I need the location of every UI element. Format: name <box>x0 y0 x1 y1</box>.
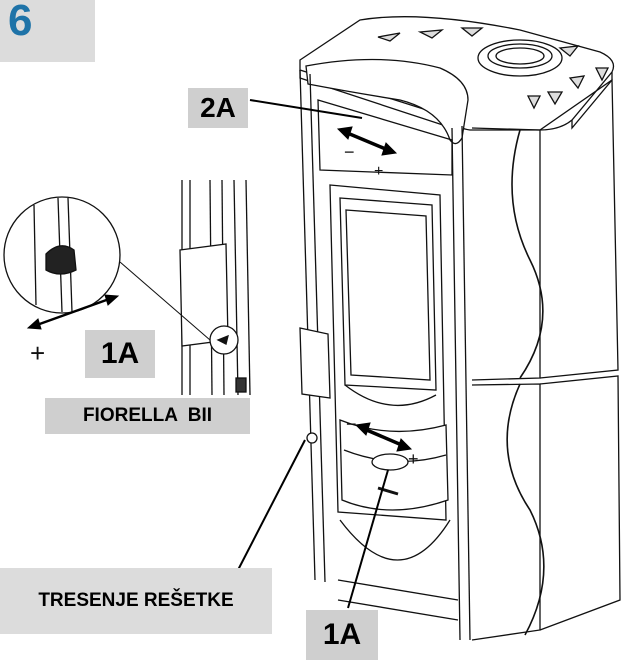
callout-1a-inset-text: 1A <box>100 337 140 370</box>
adjustment-arrows <box>26 126 413 452</box>
callout-1a-inset: 1A <box>85 330 155 378</box>
step-number-box: 6 <box>0 0 95 62</box>
callout-2a-text: 2A <box>200 92 236 123</box>
magnified-detail <box>3 196 211 341</box>
callout-1a-bottom: 1A <box>306 610 378 660</box>
plus-sign-bottom: + <box>408 449 419 469</box>
model-name-text: FIORELLA BII <box>82 405 213 426</box>
side-detail-view <box>179 179 251 396</box>
minus-sign-bottom: − <box>346 414 357 434</box>
callout-1a-bottom-text: 1A <box>322 618 362 651</box>
model-name-box: FIORELLA BII <box>45 398 250 434</box>
plus-sign-inset: + <box>30 338 45 368</box>
grate-label-text: TRESENJE REŠETKE <box>38 590 234 611</box>
minus-sign-top: − <box>344 142 355 162</box>
stove-body <box>299 16 621 641</box>
sign-marks: − + + − + <box>30 142 419 469</box>
step-number: 6 <box>8 0 33 45</box>
plus-sign-top: + <box>374 163 383 180</box>
leader-lines <box>237 99 389 609</box>
callout-2a: 2A <box>188 88 248 128</box>
grate-label-box: TRESENJE REŠETKE <box>0 568 272 634</box>
